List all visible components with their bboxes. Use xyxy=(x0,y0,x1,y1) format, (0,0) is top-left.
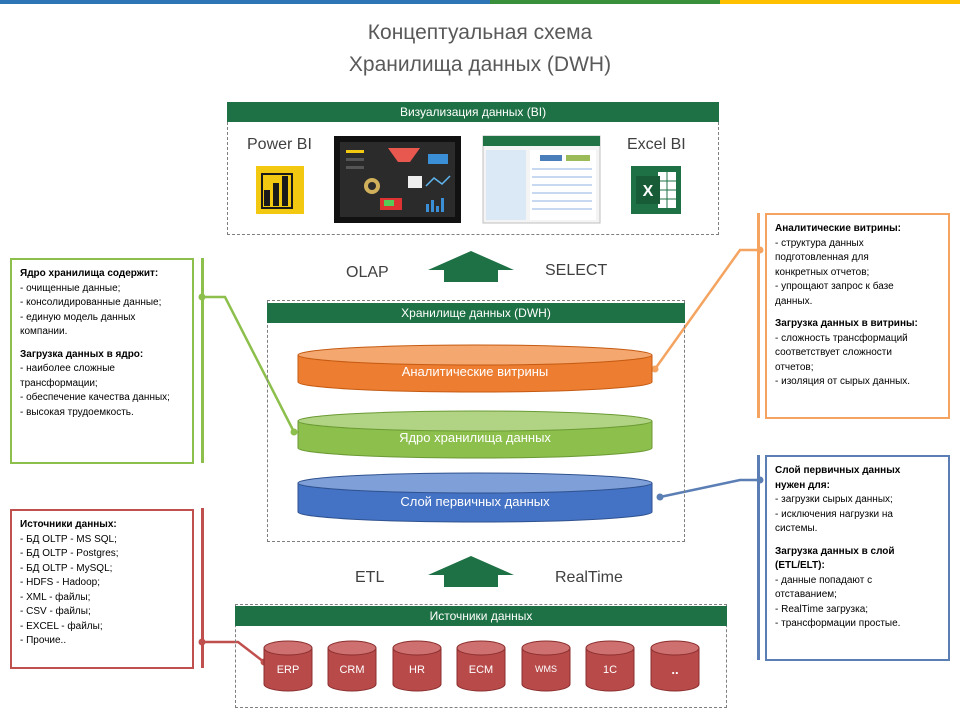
core-note-item: - высокая трудоемкость. xyxy=(20,406,134,418)
power-bi-icon xyxy=(256,166,304,214)
top-bar-green xyxy=(490,0,720,4)
core-connector xyxy=(202,295,296,433)
realtime-label: RealTime xyxy=(555,569,623,586)
marts-note: Аналитические витрины: - структура данны… xyxy=(765,213,950,419)
core-note-heading1: Ядро хранилища содержит: xyxy=(20,268,159,279)
marts-note-heading1: Аналитические витрины: xyxy=(775,223,902,234)
sources-note-item: - HDFS - Hadoop; xyxy=(20,577,101,588)
cylinder-core xyxy=(297,410,653,459)
sources-note-item: - БД OLTP - Postgres; xyxy=(20,548,119,559)
layer-marts-label: Аналитические витрины xyxy=(401,364,549,379)
core-note-item: компании. xyxy=(20,326,68,337)
cylinder-marts xyxy=(297,344,653,393)
etl-up-arrow xyxy=(428,556,514,587)
core-note-item: - единую модель данных xyxy=(20,311,136,323)
dwh-section xyxy=(267,300,685,542)
core-note-item: - наиболее сложные xyxy=(20,363,115,374)
marts-connector xyxy=(653,248,760,370)
top-bar-blue xyxy=(0,0,490,4)
raw-note-heading1b: нужен для: xyxy=(775,479,830,491)
source-crm-label: CRM xyxy=(339,664,365,676)
source-hr-label: HR xyxy=(409,664,425,676)
raw-note-heading2b: (ETL/ELT): xyxy=(775,560,825,571)
cylinder-raw xyxy=(297,472,653,523)
marts-note-item: - упрощают запрос к базе xyxy=(775,281,894,292)
etl-label: ETL xyxy=(355,569,385,586)
marts-note-item: соответствует сложности xyxy=(775,347,892,358)
source-cylinders xyxy=(263,640,700,692)
power-bi-dashboard-image xyxy=(334,136,461,223)
core-note-item: - обеспечение качества данных; xyxy=(20,392,170,403)
sources-note-item: - БД OLTP - MySQL; xyxy=(20,562,113,574)
sources-section-header: Источники данных xyxy=(235,606,727,626)
excel-icon: X xyxy=(631,166,681,214)
raw-connector xyxy=(659,478,760,499)
olap-label: OLAP xyxy=(346,264,389,281)
marts-note-heading2: Загрузка данных в витрины: xyxy=(775,318,918,329)
source-erp-label: ERP xyxy=(276,664,300,676)
core-note-accent xyxy=(201,258,204,463)
svg-text:X: X xyxy=(643,183,654,200)
sources-note-item: - EXCEL - файлы; xyxy=(20,620,103,632)
sources-note-item: - БД OLTP - MS SQL; xyxy=(20,533,117,545)
sources-section xyxy=(235,604,727,708)
sources-note-item: - Прочие.. xyxy=(20,635,67,646)
sources-note-item: - XML - файлы; xyxy=(20,591,91,603)
marts-note-item: - структура данных xyxy=(775,237,864,249)
source-1c-label: 1C xyxy=(602,664,618,676)
core-note-item: - очищенные данные; xyxy=(20,282,121,294)
marts-note-item: конкретных отчетов; xyxy=(775,266,870,278)
core-note-item: - консолидированные данные; xyxy=(20,297,162,308)
olap-up-arrow xyxy=(428,251,514,282)
raw-note-accent xyxy=(757,455,760,660)
layer-core-label: Ядро хранилища данных xyxy=(399,430,551,445)
marts-note-accent xyxy=(757,213,760,418)
dwh-section-header: Хранилище данных (DWH) xyxy=(267,303,685,323)
excel-sheet-image xyxy=(482,135,601,224)
core-note-heading2: Загрузка данных в ядро: xyxy=(20,348,144,360)
raw-note-item: отставанием; xyxy=(775,589,837,600)
raw-note-item: - данные попадают с xyxy=(775,574,873,586)
raw-note-item: системы. xyxy=(775,523,818,534)
marts-note-item: подготовленная для xyxy=(775,252,869,263)
raw-note-heading2: Загрузка данных в слой xyxy=(775,545,895,557)
sources-note-accent xyxy=(201,508,204,668)
bi-section-header: Визуализация данных (BI) xyxy=(227,102,719,122)
layer-raw-label: Слой первичных данных xyxy=(400,494,550,509)
source-other-label: .. xyxy=(671,662,679,677)
raw-note-item: - RealTime загрузка; xyxy=(775,603,869,615)
marts-note-item: - изоляция от сырых данных. xyxy=(775,376,911,387)
source-ecm-label: ECM xyxy=(468,664,494,676)
marts-note-item: данных. xyxy=(775,295,813,307)
page-title-line1: Концептуальная схема xyxy=(367,21,593,44)
core-note-item: трансформации; xyxy=(20,377,98,389)
raw-note-item: - загрузки сырых данных; xyxy=(775,494,893,505)
excel-bi-label: Excel BI xyxy=(627,136,686,153)
raw-note-item: - трансформации простые. xyxy=(775,618,901,629)
marts-note-item: - сложность трансформаций xyxy=(775,332,908,344)
raw-note-heading1: Слой первичных данных xyxy=(775,465,901,476)
sources-note: Источники данных: - БД OLTP - MS SQL; - … xyxy=(10,509,194,669)
sources-note-item: - CSV - файлы; xyxy=(20,606,91,617)
marts-note-item: отчетов; xyxy=(775,361,814,373)
power-bi-label: Power BI xyxy=(247,136,312,153)
source-wms-label: WMS xyxy=(535,664,557,674)
core-note: Ядро хранилища содержит: - очищенные дан… xyxy=(10,258,194,464)
raw-note: Слой первичных данных нужен для: - загру… xyxy=(765,455,950,661)
sources-note-heading1: Источники данных: xyxy=(20,519,117,530)
raw-note-item: - исключения нагрузки на xyxy=(775,508,893,520)
top-bar-yellow xyxy=(720,0,960,4)
page-title-line2: Хранилища данных (DWH) xyxy=(348,53,612,76)
sources-connector xyxy=(202,640,265,663)
select-label: SELECT xyxy=(545,262,608,279)
